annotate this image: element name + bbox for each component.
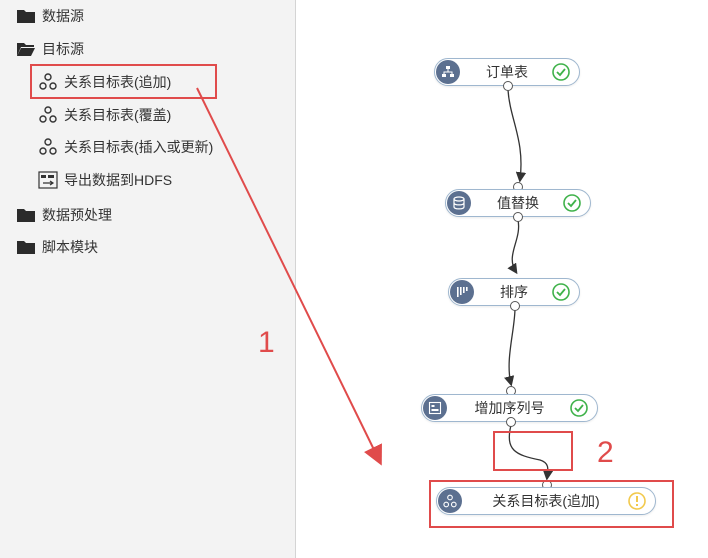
- node-label: 增加序列号: [474, 400, 545, 416]
- sort-icon: [450, 280, 474, 304]
- connector-line: [507, 219, 520, 275]
- tree-item-label: 导出数据到HDFS: [64, 172, 173, 188]
- output-port[interactable]: [503, 81, 513, 91]
- relational-table-icon: [38, 138, 58, 156]
- success-check-icon: [569, 398, 589, 418]
- hdfs-export-icon: [38, 171, 58, 189]
- tree-item-relational-target-upsert[interactable]: 关系目标表(插入或更新): [38, 137, 213, 157]
- table-icon: [436, 60, 460, 84]
- flow-node-value-replace[interactable]: 值替换: [445, 189, 591, 217]
- tree-folder-label: 数据预处理: [42, 207, 112, 223]
- flow-node-relational-target-append[interactable]: 关系目标表(追加): [436, 487, 656, 515]
- tree-item-export-hdfs[interactable]: 导出数据到HDFS: [38, 170, 172, 190]
- drag-annotation-arrow: [196, 87, 382, 466]
- node-label: 值替换: [497, 195, 539, 211]
- database-icon: [447, 191, 471, 215]
- folder-icon: [16, 7, 36, 25]
- flow-node-sort[interactable]: 排序: [448, 278, 580, 306]
- tree-folder-label: 目标源: [42, 41, 84, 57]
- warning-icon: [627, 491, 647, 511]
- tree-item-label: 关系目标表(覆盖): [64, 107, 172, 123]
- connector-line: [507, 89, 527, 183]
- component-tree-sidebar: 数据源 目标源 关系目标表(追加) 关系目标表(覆盖) 关系目标表(插入或更新)…: [0, 0, 296, 558]
- tree-folder-data-source[interactable]: 数据源: [16, 6, 84, 26]
- relational-table-icon: [438, 489, 462, 513]
- relational-table-icon: [38, 73, 58, 91]
- output-port[interactable]: [513, 212, 523, 222]
- folder-icon: [16, 238, 36, 256]
- output-port[interactable]: [510, 301, 520, 311]
- node-label: 排序: [500, 284, 528, 300]
- tree-item-relational-target-overwrite[interactable]: 关系目标表(覆盖): [38, 105, 171, 125]
- annotation-step-1: 1: [258, 326, 275, 359]
- success-check-icon: [551, 62, 571, 82]
- success-check-icon: [551, 282, 571, 302]
- relational-table-icon: [38, 106, 58, 124]
- tree-folder-data-preprocessing[interactable]: 数据预处理: [16, 205, 112, 225]
- tree-folder-label: 数据源: [42, 8, 84, 24]
- node-label: 订单表: [486, 64, 528, 80]
- connector-line: [504, 307, 516, 387]
- connector-line: [508, 424, 554, 481]
- tree-item-relational-target-append[interactable]: 关系目标表(追加): [38, 72, 171, 92]
- tree-folder-label: 脚本模块: [42, 239, 98, 255]
- success-check-icon: [562, 193, 582, 213]
- sequence-icon: [423, 396, 447, 420]
- node-label: 关系目标表(追加): [492, 493, 600, 509]
- tree-folder-target-source[interactable]: 目标源: [16, 39, 84, 59]
- tree-item-label: 关系目标表(插入或更新): [64, 139, 214, 155]
- tree-folder-script-module[interactable]: 脚本模块: [16, 237, 98, 257]
- folder-icon: [16, 206, 36, 224]
- output-port[interactable]: [506, 417, 516, 427]
- annotation-step-2: 2: [597, 436, 614, 469]
- tree-item-label: 关系目标表(追加): [64, 74, 172, 90]
- folder-open-icon: [16, 40, 36, 58]
